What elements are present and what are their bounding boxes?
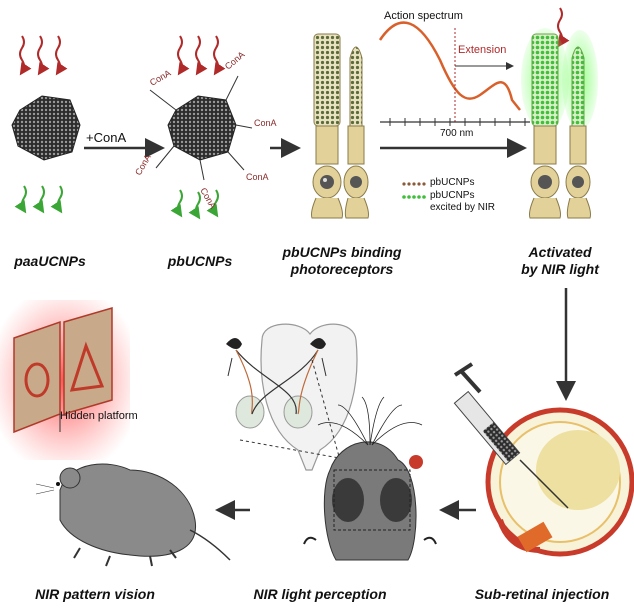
visible-output-arrows-2 bbox=[170, 189, 219, 220]
mouse-head bbox=[239, 359, 437, 561]
eye bbox=[485, 407, 634, 557]
legend-excited-label-1: pbUCNPs bbox=[430, 190, 475, 201]
pattern-panels bbox=[13, 307, 113, 434]
syringe bbox=[453, 362, 569, 509]
activated-cone bbox=[565, 46, 591, 219]
wavelength-ticks bbox=[389, 118, 526, 126]
activated-rod bbox=[529, 33, 561, 219]
caption-binding-1: pbUCNPs binding bbox=[282, 244, 402, 260]
cona-ligands bbox=[149, 75, 253, 181]
plus-cona-label: +ConA bbox=[86, 130, 127, 145]
caption-injection: Sub-retinal injection bbox=[474, 586, 610, 602]
cona-label-6: ConA bbox=[133, 153, 153, 177]
nir-input-arrow-4 bbox=[557, 7, 570, 48]
legend-excited-label-2: excited by NIR bbox=[430, 202, 496, 213]
legend-pb-dots bbox=[402, 182, 426, 186]
action-spectrum-curve bbox=[378, 21, 521, 111]
nanoparticle bbox=[11, 95, 81, 161]
mouse-body bbox=[35, 463, 231, 567]
visible-output-arrows-1 bbox=[14, 185, 63, 214]
caption-activated-2: by NIR light bbox=[521, 261, 599, 277]
caption-paa: paaUCNPs bbox=[14, 253, 86, 269]
brain-illustration bbox=[226, 323, 358, 471]
nm700-label: 700 nm bbox=[440, 128, 474, 139]
nir-input-arrows-1 bbox=[19, 35, 68, 76]
caption-vision: NIR pattern vision bbox=[35, 586, 155, 602]
action-spectrum-label: Action spectrum bbox=[384, 10, 463, 22]
caption-binding-2: photoreceptors bbox=[290, 261, 394, 277]
cona-label-3: ConA bbox=[254, 118, 277, 128]
legend-pb-label: pbUCNPs bbox=[430, 177, 475, 188]
caption-activated-1: Activated bbox=[528, 244, 592, 260]
caption-pb: pbUCNPs bbox=[167, 253, 233, 269]
nir-input-arrows-2 bbox=[177, 35, 226, 76]
conjugated-nanoparticle bbox=[167, 95, 237, 161]
cona-label-2: ConA bbox=[223, 49, 247, 71]
photoreceptor-cone-left bbox=[343, 46, 369, 219]
cona-label-4: ConA bbox=[246, 172, 269, 182]
cona-label-1: ConA bbox=[148, 68, 172, 88]
caption-perception: NIR light perception bbox=[253, 586, 387, 602]
extension-label: Extension bbox=[458, 44, 507, 56]
legend-excited-dots bbox=[402, 195, 426, 199]
cona-label-5: ConA bbox=[198, 186, 218, 210]
photoreceptor-rod-left bbox=[311, 33, 343, 219]
hidden-platform-label: Hidden platform bbox=[60, 410, 138, 422]
